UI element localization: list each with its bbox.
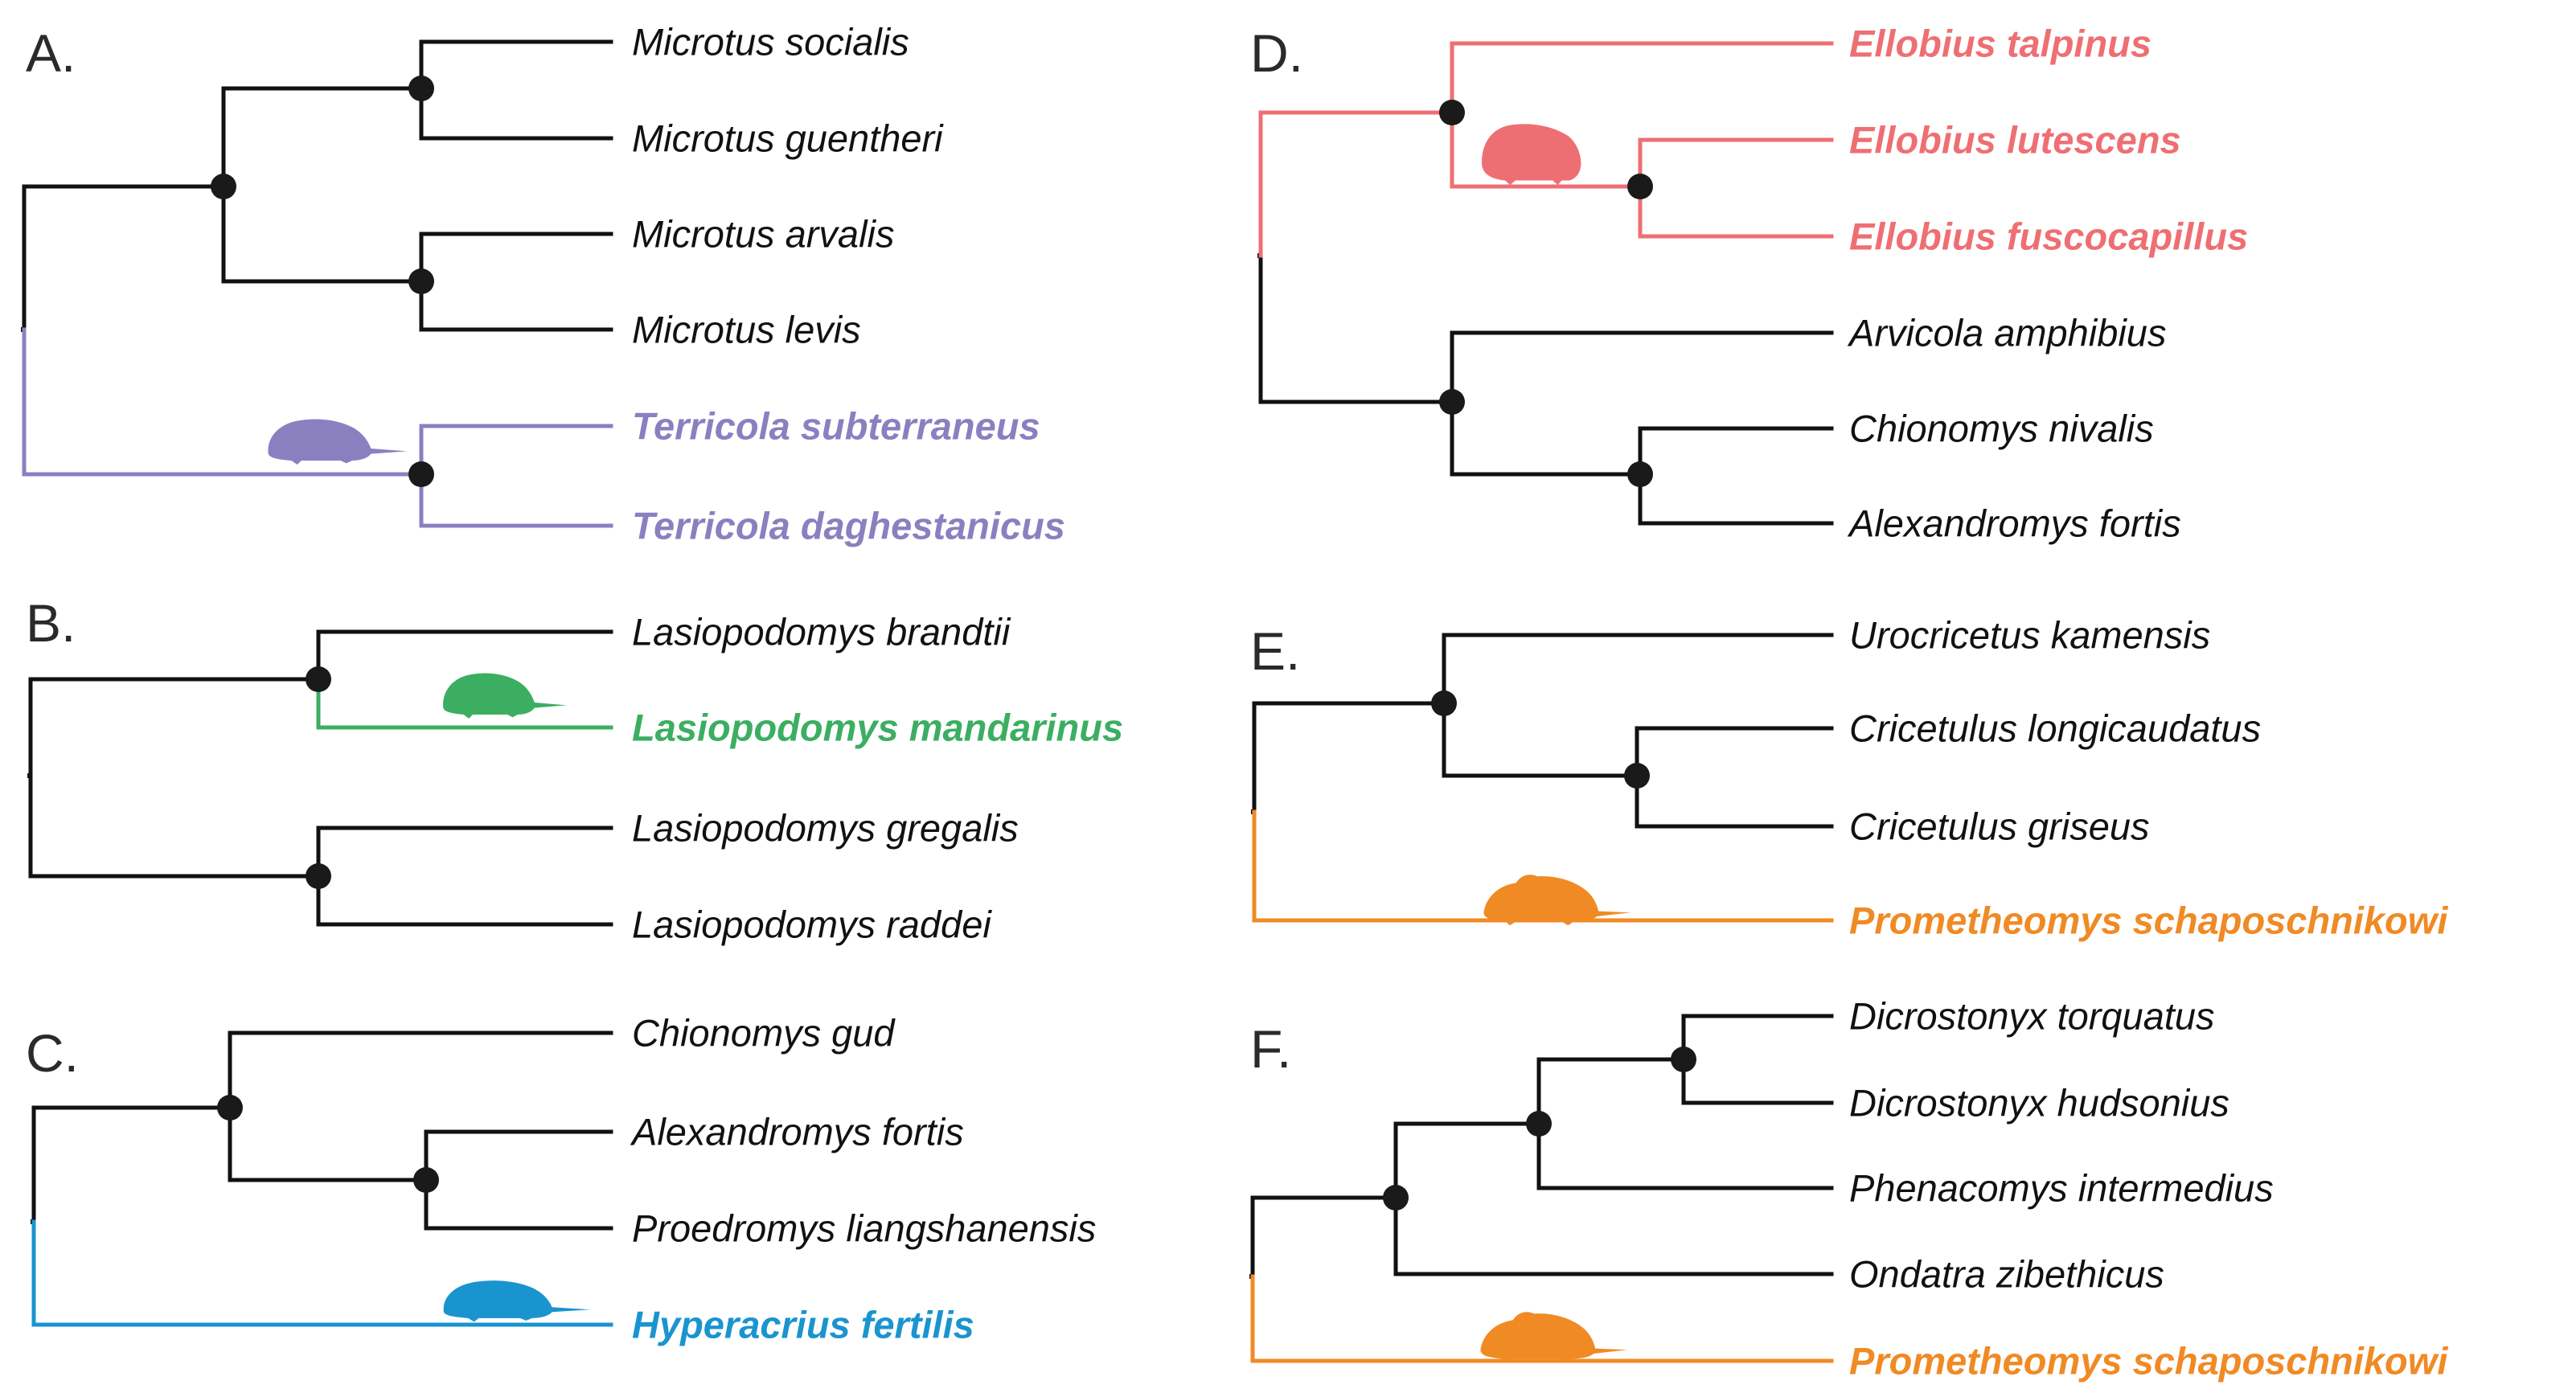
species-label: Cricetulus griseus: [1849, 805, 2150, 848]
species-label: Chionomys gud: [632, 1011, 895, 1055]
species-label: Lasiopodomys mandarinus: [632, 706, 1124, 749]
vole-icon: [443, 1280, 591, 1322]
species-label: Cricetulus longicaudatus: [1849, 707, 2262, 750]
species-label: Microtus guentheri: [632, 117, 943, 160]
species-label: Ondatra zibethicus: [1849, 1252, 2164, 1296]
tree-node: [1627, 461, 1653, 487]
vole-icon: [443, 673, 567, 719]
panel-label-e: E.: [1250, 621, 1301, 681]
panel-c-tree: [31, 1030, 613, 1327]
species-label: Phenacomys intermedius: [1849, 1166, 2274, 1210]
tree-node: [408, 461, 434, 487]
species-label: Dicrostonyx torquatus: [1849, 994, 2215, 1038]
panel-label-c: C.: [26, 1023, 79, 1083]
species-label: Lasiopodomys brandtii: [632, 610, 1011, 653]
species-label: Terricola subterraneus: [632, 404, 1040, 448]
tree-node: [408, 76, 434, 101]
tree-node: [1439, 389, 1465, 415]
panel-d-tree: [1257, 41, 1834, 526]
species-label: Ellobius fuscocapillus: [1849, 215, 2249, 258]
species-label: Chionomys nivalis: [1849, 407, 2154, 450]
tree-node: [1383, 1185, 1409, 1211]
tree-node: [1439, 100, 1465, 125]
species-label: Prometheomys schaposchnikowi: [1849, 1339, 2448, 1383]
mole-vole-icon: [1482, 124, 1581, 186]
species-label: Terricola daghestanicus: [632, 504, 1065, 547]
vole-icon: [268, 419, 408, 465]
tree-node: [1627, 174, 1653, 199]
species-label: Lasiopodomys raddei: [632, 903, 991, 946]
tree-node: [306, 666, 331, 692]
species-label: Hyperacrius fertilis: [632, 1303, 974, 1346]
tree-node: [1624, 763, 1650, 789]
species-label: Lasiopodomys gregalis: [632, 806, 1019, 850]
tree-node: [1526, 1111, 1552, 1137]
panel-e-tree: [1251, 633, 1834, 926]
hamster-icon: [1480, 1312, 1628, 1363]
tree-node: [306, 863, 331, 889]
species-label: Prometheomys schaposchnikowi: [1849, 899, 2448, 942]
species-label: Arvicola amphibius: [1849, 311, 2167, 354]
tree-node: [1671, 1047, 1696, 1072]
panel-label-a: A.: [26, 23, 76, 83]
tree-node: [408, 268, 434, 294]
panel-label-b: B.: [26, 593, 76, 653]
panel-f-tree: [1249, 1014, 1834, 1363]
tree-node: [1431, 690, 1457, 716]
species-label: Dicrostonyx hudsonius: [1849, 1081, 2229, 1125]
species-label: Alexandromys fortis: [632, 1110, 964, 1153]
species-label: Proedromys liangshanensis: [632, 1207, 1097, 1250]
tree-node: [211, 174, 236, 199]
panel-label-f: F.: [1250, 1019, 1292, 1079]
hamster-icon: [1483, 875, 1631, 926]
species-label: Microtus arvalis: [632, 212, 895, 256]
species-label: Urocricetus kamensis: [1849, 613, 2211, 657]
panel-b-tree: [27, 629, 613, 927]
panel-label-d: D.: [1250, 23, 1303, 83]
species-label: Microtus socialis: [632, 20, 909, 64]
species-label: Ellobius lutescens: [1849, 118, 2181, 162]
panel-a-tree: [21, 39, 613, 528]
tree-node: [217, 1095, 243, 1121]
species-label: Ellobius talpinus: [1849, 22, 2152, 65]
tree-node: [413, 1167, 439, 1193]
species-label: Alexandromys fortis: [1849, 502, 2181, 545]
species-label: Microtus levis: [632, 308, 861, 351]
